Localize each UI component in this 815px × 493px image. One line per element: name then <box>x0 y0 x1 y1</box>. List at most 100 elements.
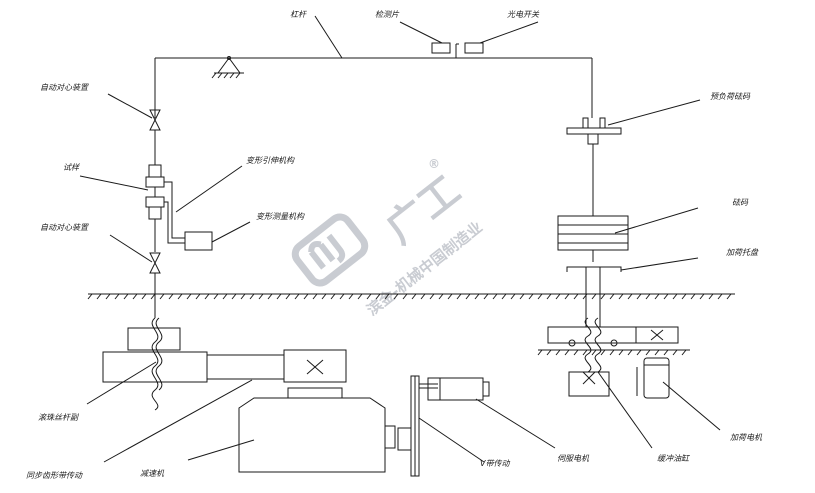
label-weight: 砝码 <box>732 198 749 207</box>
ground-hatch-mark <box>501 293 507 300</box>
ground-hatch-mark <box>132 293 138 300</box>
ground-hatch-mark <box>357 293 363 300</box>
ground-hatch-mark <box>483 293 489 300</box>
ground-hatch-mark <box>429 293 435 300</box>
frame-hatch-mark <box>672 349 678 356</box>
ground-hatch-mark <box>402 293 408 300</box>
ground-hatch-mark <box>339 293 345 300</box>
ground-hatch-mark <box>609 293 615 300</box>
ground-hatch-mark <box>537 293 543 300</box>
leader-lines <box>79 15 721 463</box>
label-load-motor: 加荷电机 <box>730 433 763 442</box>
ground-hatch-mark <box>681 293 687 300</box>
ground-hatch-mark <box>456 293 462 300</box>
frame-hatch-mark <box>636 349 642 356</box>
label-photo-switch: 光电开关 <box>507 10 540 19</box>
ground-hatch-mark <box>564 293 570 300</box>
ground-hatch-mark <box>177 293 183 300</box>
label-sync-belt: 同步齿形带传动 <box>26 471 83 480</box>
ground-hatch-mark <box>411 293 417 300</box>
photo-switch-block <box>464 42 484 54</box>
weight-column <box>538 117 690 399</box>
ground-hatch-mark <box>528 293 534 300</box>
frame-hatch-mark <box>618 349 624 356</box>
ground-hatch-mark <box>285 293 291 300</box>
detect-plate-block <box>431 42 451 54</box>
label-load-tray: 加荷托盘 <box>726 248 759 257</box>
buffer-cylinder <box>568 371 610 397</box>
ground-hatch-mark <box>519 293 525 300</box>
ground-hatch-mark <box>672 293 678 300</box>
ground-hatch-mark <box>546 293 552 300</box>
ground-hatch-mark <box>159 293 165 300</box>
ground-hatch-mark <box>258 293 264 300</box>
ball-screw-icon <box>151 317 159 411</box>
label-v-belt: V带传动 <box>480 459 510 468</box>
ground-line <box>87 293 735 356</box>
label-reducer: 减速机 <box>140 469 165 478</box>
ground-hatch-mark <box>96 293 102 300</box>
ground-hatch-mark <box>249 293 255 300</box>
ground-hatch-mark <box>114 293 120 300</box>
frame-hatch-mark <box>582 349 588 356</box>
ground-hatch-mark <box>492 293 498 300</box>
label-ball-screw: 滚珠丝杆副 <box>38 413 80 422</box>
ground-hatch-mark <box>591 293 597 300</box>
ground-hatch-mark <box>636 293 642 300</box>
ground-hatch-mark <box>141 293 147 300</box>
ground-hatch-mark <box>393 293 399 300</box>
ground-hatch-mark <box>726 293 732 300</box>
ground-hatch-mark <box>330 293 336 300</box>
ground-hatch-mark <box>708 293 714 300</box>
ground-hatch-mark <box>312 293 318 300</box>
label-lever: 杠杆 <box>290 10 308 19</box>
label-auto-center-top: 自动对心装置 <box>40 83 89 92</box>
ground-hatch-mark <box>186 293 192 300</box>
ground-hatch-mark <box>510 293 516 300</box>
ground-hatch-mark <box>267 293 273 300</box>
ground-hatch-mark <box>213 293 219 300</box>
load-motor-icon <box>643 357 670 399</box>
fulcrum-icon <box>211 56 244 79</box>
specimen-column <box>145 109 213 318</box>
frame-hatch-mark <box>537 349 543 356</box>
ground-hatch-mark <box>600 293 606 300</box>
ground-hatch-mark <box>123 293 129 300</box>
ground-hatch-mark <box>384 293 390 300</box>
ground-hatch-mark <box>465 293 471 300</box>
frame-hatch-mark <box>555 349 561 356</box>
ground-hatch-mark <box>690 293 696 300</box>
watermark-registered: ® <box>428 157 440 171</box>
ground-hatch-mark <box>663 293 669 300</box>
frame-hatch-mark <box>564 349 570 356</box>
ground-hatch-mark <box>645 293 651 300</box>
ground-hatch-mark <box>204 293 210 300</box>
label-detect-plate: 检测片 <box>375 10 400 19</box>
preload-weight-plate <box>566 127 622 135</box>
frame-hatch-mark <box>654 349 660 356</box>
ground-hatch-mark <box>276 293 282 300</box>
drive-assembly <box>102 317 490 477</box>
ground-hatch-mark <box>717 293 723 300</box>
frame-hatch-mark <box>600 349 606 356</box>
label-deform-extend: 变形引伸机构 <box>246 156 295 165</box>
ground-hatch-mark <box>150 293 156 300</box>
ground-hatch-mark <box>348 293 354 300</box>
ground-hatch-mark <box>195 293 201 300</box>
labels: 杠杆 检测片 光电开关 自动对心装置 试样 变形引伸机构 变形测量机构 自动对心… <box>26 10 763 480</box>
label-servo-motor: 伺服电机 <box>557 454 590 463</box>
reducer-body <box>238 397 386 473</box>
sync-pulley-right <box>283 349 347 383</box>
ground-hatch-mark <box>87 293 93 300</box>
ground-hatch-mark <box>294 293 300 300</box>
ground-hatch-mark <box>447 293 453 300</box>
ground-hatch-mark <box>618 293 624 300</box>
frame-hatch-mark <box>627 349 633 356</box>
frame-hatch-mark <box>681 349 687 356</box>
ground-hatch-mark <box>222 293 228 300</box>
ground-hatch-mark <box>303 293 309 300</box>
ground-hatch-mark <box>573 293 579 300</box>
nut-housing <box>127 327 181 351</box>
load-tray <box>566 266 622 272</box>
